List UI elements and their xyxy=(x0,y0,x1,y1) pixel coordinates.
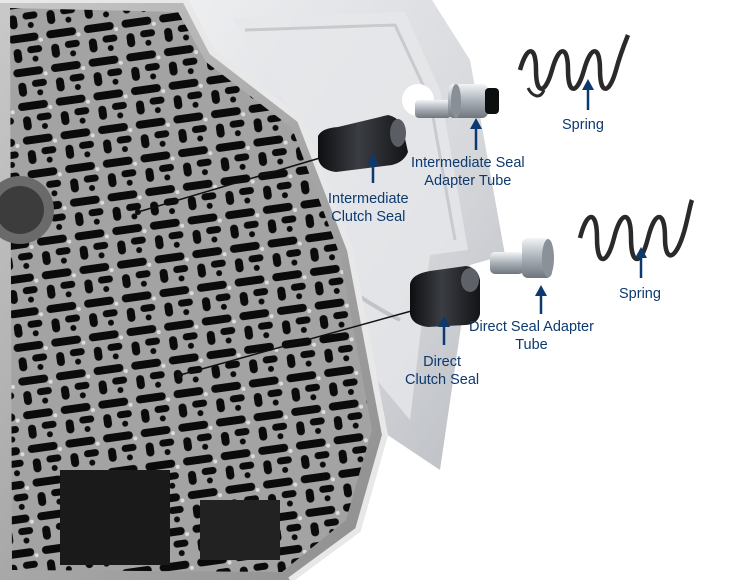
direct-clutch-seal xyxy=(410,266,480,327)
arrow-intermediate-tube xyxy=(470,118,482,150)
valve-body-casting xyxy=(0,0,389,580)
arrow-direct-tube xyxy=(535,285,547,314)
leader-lines xyxy=(135,154,416,378)
arrow-intermediate-seal xyxy=(367,154,379,183)
direct-seal-adapter-tube xyxy=(490,238,554,278)
label-intermediate-seal-adapter-tube: Intermediate Seal Adapter Tube xyxy=(411,155,525,189)
spring-bottom xyxy=(577,199,695,261)
label-spring-top: Spring xyxy=(562,117,604,133)
label-spring-bottom: Spring xyxy=(619,286,661,302)
intermediate-clutch-seal xyxy=(318,115,408,172)
intermediate-seal-adapter-tube xyxy=(415,84,499,118)
arrow-direct-seal xyxy=(438,316,450,345)
up-arrows xyxy=(367,79,647,345)
arrow-spring-top xyxy=(582,79,594,110)
label-direct-seal-adapter-tube: Direct Seal Adapter Tube xyxy=(469,319,594,353)
label-intermediate-clutch-seal: Intermediate Clutch Seal xyxy=(328,191,409,225)
label-direct-clutch-seal: Direct Clutch Seal xyxy=(405,354,480,388)
arrow-spring-bottom xyxy=(635,247,647,278)
spring-top xyxy=(517,34,631,98)
